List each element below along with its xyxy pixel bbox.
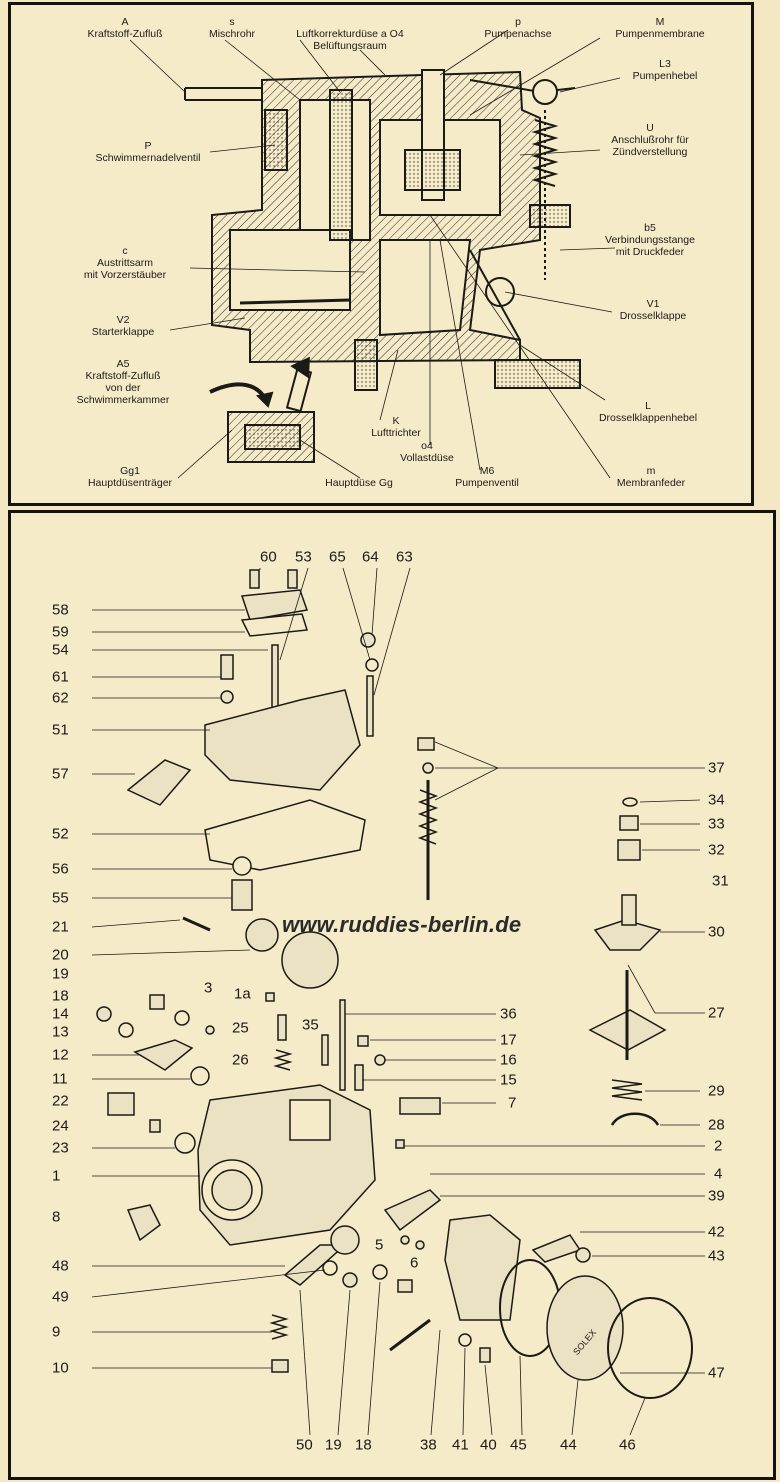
part-number: 29 [708,1082,725,1100]
part-number: 2 [714,1137,723,1155]
part-number: 49 [52,1288,69,1306]
part-number: 45 [510,1436,527,1454]
part-number: 42 [708,1223,725,1241]
part-number: 60 [260,548,277,566]
label-pump-diaphragm-m: M Pumpenmembrane [615,16,705,40]
part-number: 12 [52,1046,69,1064]
part-number: 63 [396,548,413,566]
label-mixing-tube-s: s Mischrohr [208,16,256,40]
part-number: 30 [708,923,725,941]
part-number: 3 [204,979,213,997]
part-number: 9 [52,1323,61,1341]
label-throttle-lever-l: L Drosselklappenhebel [598,400,698,424]
part-number: 19 [52,965,69,983]
part-number: 17 [500,1031,517,1049]
part-number: 1a [234,985,251,1003]
part-number: 23 [52,1139,69,1157]
label-air-correction-jet: Luftkorrekturdüse a O4 Belüftungsraum [296,28,404,52]
label-ignition-connector-u: U Anschlußrohr für Zündverstellung [611,122,689,158]
part-number: 43 [708,1247,725,1265]
part-number: 40 [480,1436,497,1454]
part-number: 10 [52,1359,69,1377]
label-connecting-rod-b5: b5 Verbindungsstange mit Druckfeder [605,222,695,258]
part-number: 51 [52,721,69,739]
part-number: 54 [52,641,69,659]
label-outlet-arm-c: c Austrittsarm mit Vorzerstäuber [83,245,167,281]
top-leader-lines [129,29,621,479]
part-number: 19 [325,1436,342,1454]
exploded-parts [96,569,693,1399]
part-number: 41 [452,1436,469,1454]
part-number: 44 [560,1436,577,1454]
carburetor-cross-section [184,69,581,463]
label-float-needle-valve-p: P Schwimmernadelventil [95,140,201,164]
part-number: 11 [52,1070,68,1088]
part-number: 14 [52,1005,69,1023]
part-number: 47 [708,1364,725,1382]
bottom-leader-lines [91,567,705,1436]
label-venturi-k: K Lufttrichter [371,415,421,439]
part-number: 5 [375,1236,384,1254]
exploded-view-panel [8,510,776,1480]
label-diaphragm-spring-m: m Membranfeder [616,465,686,489]
part-number: 7 [508,1094,517,1112]
part-number: 25 [232,1019,249,1037]
part-number: 27 [708,1004,725,1022]
label-throttle-valve-v1: V1 Drosselklappe [619,298,687,322]
part-number: 55 [52,889,69,907]
part-number: 38 [420,1436,437,1454]
label-pump-axle-p: p Pumpenachse [484,16,552,40]
part-number: 48 [52,1257,69,1275]
part-number: 20 [52,946,69,964]
part-number: 16 [500,1051,517,1069]
label-pump-lever-l3: L3 Pumpenhebel [632,58,698,82]
part-number: 34 [708,791,725,809]
part-number: 18 [355,1436,372,1454]
watermark-url: www.ruddies-berlin.de [282,912,522,937]
part-number: 37 [708,759,725,777]
part-number: 57 [52,765,69,783]
part-number: 46 [619,1436,636,1454]
label-fuel-inlet-a: A Kraftstoff-Zufluß [87,16,163,40]
part-number: 39 [708,1187,725,1205]
part-number: 6 [410,1254,419,1272]
part-number: 53 [295,548,312,566]
part-number: 52 [52,825,69,843]
part-number: 18 [52,987,69,1005]
part-number: 36 [500,1005,517,1023]
part-number: 35 [302,1016,319,1034]
part-number: 22 [52,1092,69,1110]
label-choke-v2: V2 Starterklappe [91,314,155,338]
part-number: 59 [52,623,69,641]
part-number: 33 [708,815,725,833]
part-number: 26 [232,1051,249,1069]
part-number: 13 [52,1023,69,1041]
part-number: 56 [52,860,69,878]
part-number: 21 [52,918,69,936]
label-main-jet-gg: Hauptdüse Gg [325,477,393,489]
label-pump-valve-m6: M6 Pumpenventil [455,465,519,489]
part-number: 24 [52,1117,69,1135]
label-fuel-inflow-a5: A5 Kraftstoff-Zufluß von der Schwimmerka… [76,358,170,406]
part-number: 28 [708,1116,725,1134]
part-number: 4 [714,1165,723,1183]
part-number: 58 [52,601,69,619]
part-number: 62 [52,689,69,707]
part-number: 8 [52,1208,61,1226]
part-number: 1 [52,1167,61,1185]
part-number: 32 [708,841,725,859]
label-full-load-jet-o4: o4 Vollastdüse [400,440,454,464]
part-number: 65 [329,548,346,566]
part-number: 15 [500,1071,517,1089]
label-jet-carrier-gg1: Gg1 Hauptdüsenträger [87,465,173,489]
part-number: 50 [296,1436,313,1454]
part-number: 61 [52,668,69,686]
part-number: 31 [712,872,729,890]
part-number: 64 [362,548,379,566]
